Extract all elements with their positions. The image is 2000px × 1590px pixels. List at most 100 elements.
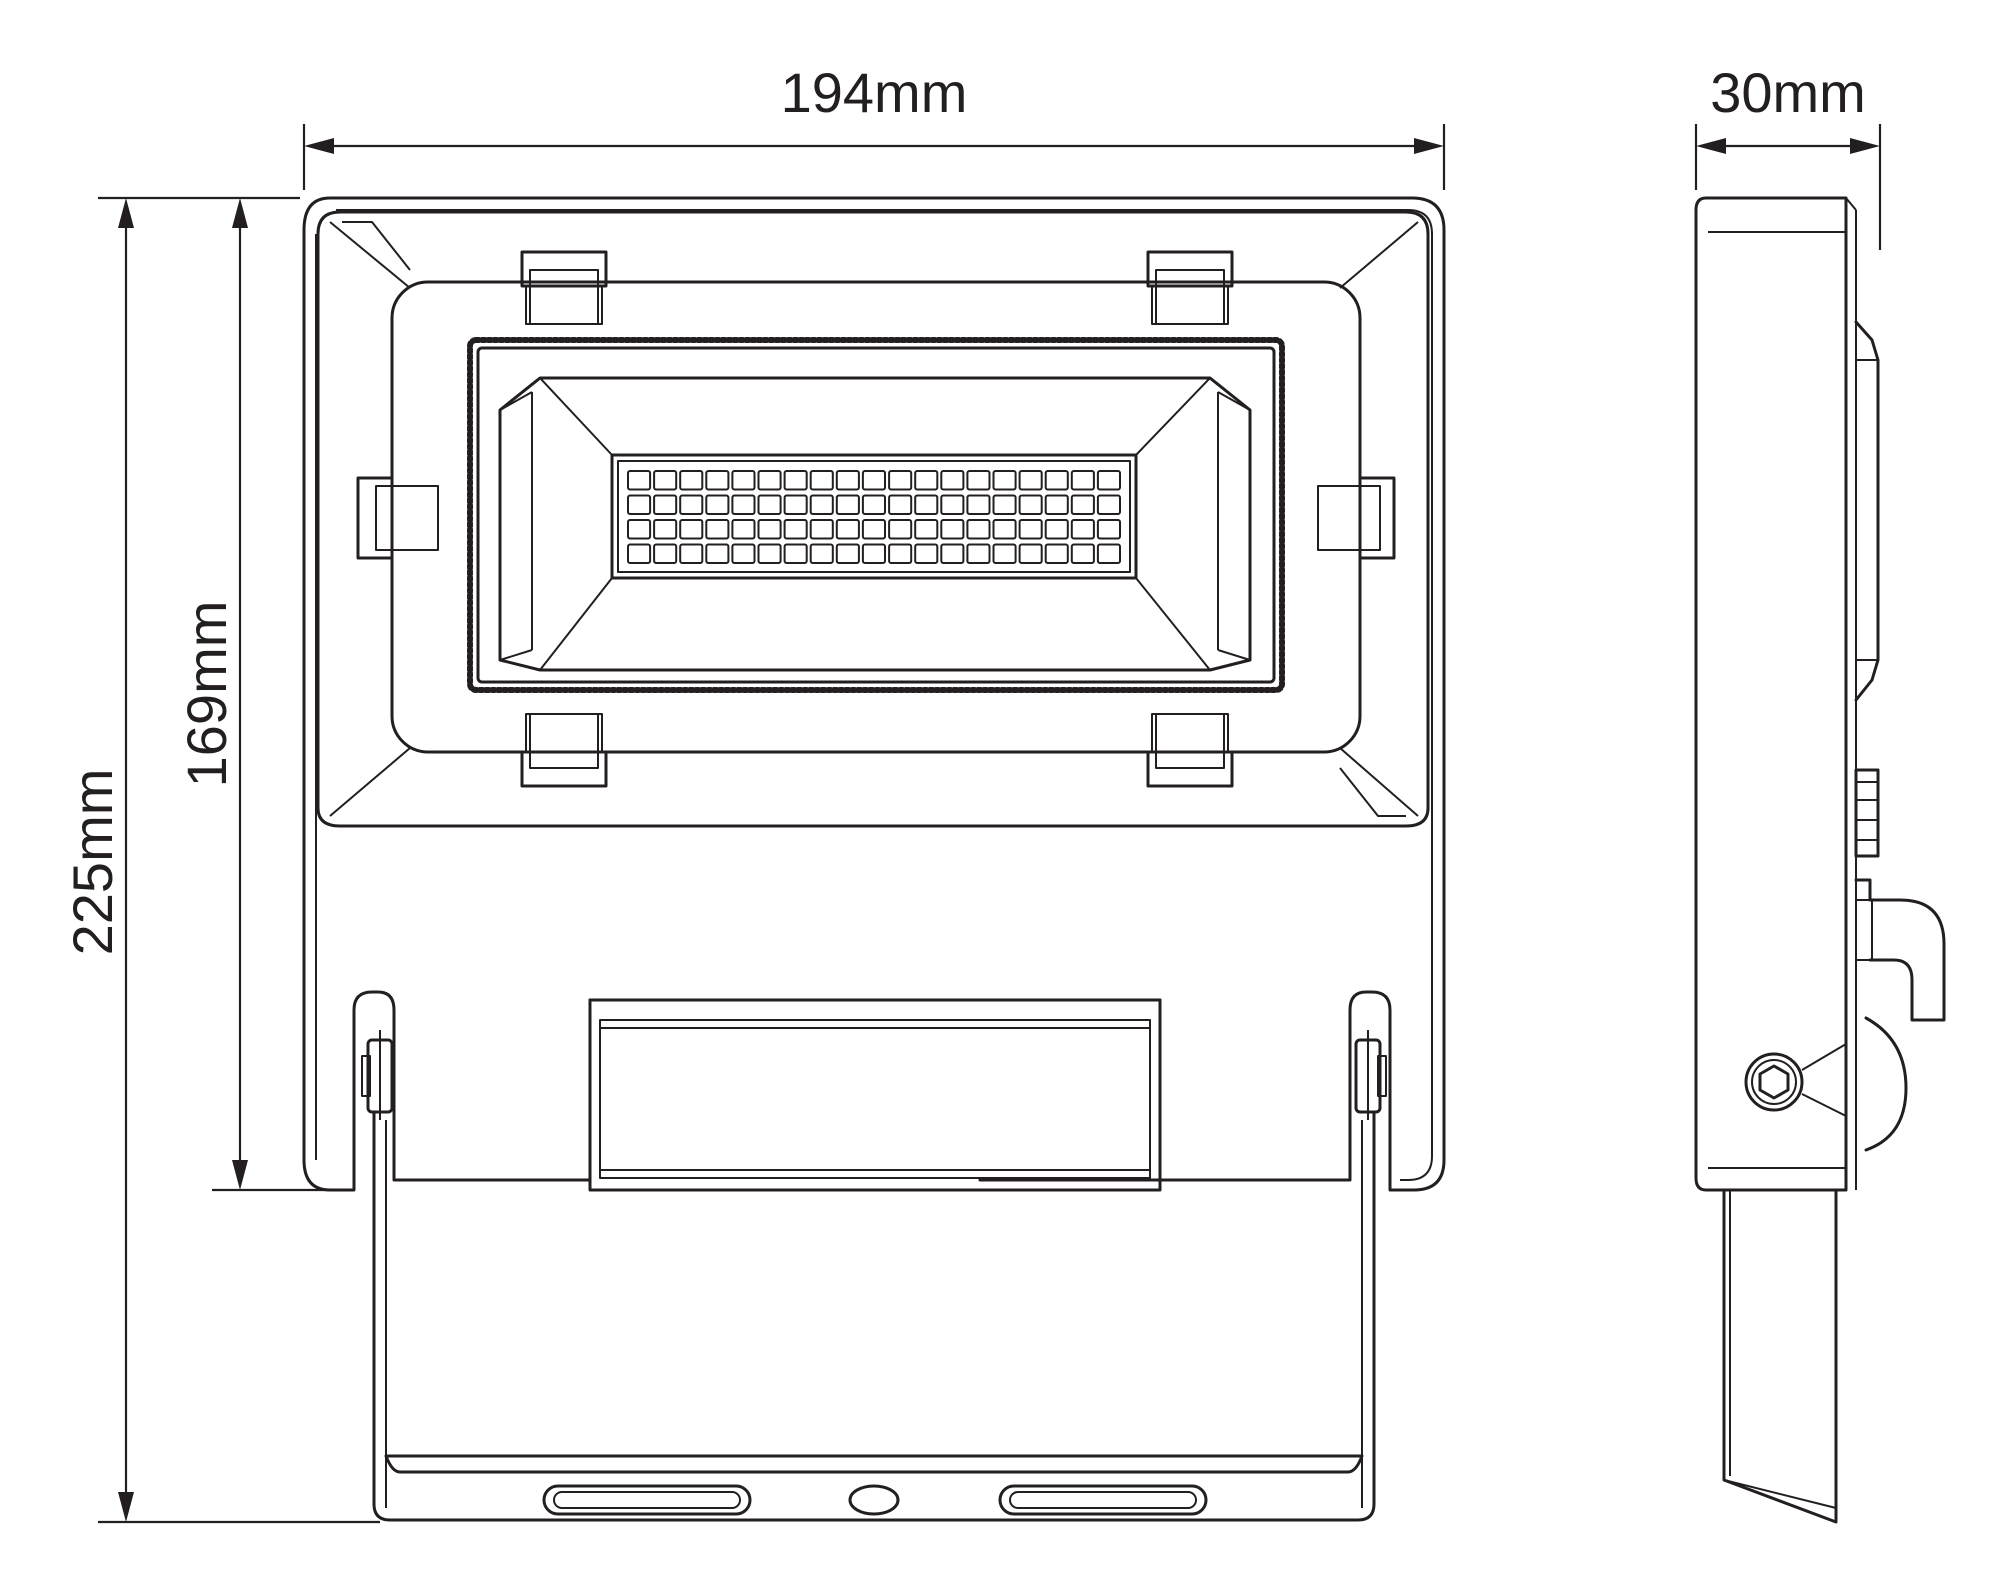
reflector-outer: [476, 346, 1276, 684]
led-chip: [809, 494, 834, 515]
led-chip: [679, 543, 704, 564]
led-chip: [1044, 519, 1069, 540]
facet-tl: [539, 377, 613, 456]
facet-tr: [1135, 377, 1211, 456]
clip-top-left: [520, 250, 608, 325]
led-chip: [705, 543, 730, 564]
led-chip: [1018, 519, 1043, 540]
chamfer-tl: [329, 221, 411, 289]
led-chip: [757, 494, 782, 515]
chamfer-bl: [329, 747, 411, 817]
led-chip: [888, 519, 913, 540]
led-board-inner: [617, 460, 1131, 573]
led-chip: [627, 470, 652, 491]
side-hinge-arm: [1854, 878, 1946, 1022]
facet-r-bot: [1217, 649, 1251, 661]
led-chip: [992, 494, 1017, 515]
chamfer-br: [1339, 747, 1419, 817]
bracket-base: [384, 1454, 1364, 1474]
reflector-outer-edge: [467, 337, 1285, 693]
led-chip: [914, 494, 939, 515]
clip-bottom-right: [1146, 713, 1234, 788]
led-chip: [1018, 494, 1043, 515]
led-chip: [1096, 543, 1122, 564]
hinge-left: [361, 1030, 394, 1120]
led-chip: [861, 543, 887, 564]
clip-bottom-left: [520, 713, 608, 788]
side-hinge-knuckle: [1864, 1016, 1908, 1152]
side-view: [1694, 196, 1946, 1524]
clip-right: [1317, 476, 1396, 560]
side-heatsink: [1854, 320, 1880, 702]
led-chip: [992, 543, 1017, 564]
facet-l-top: [499, 391, 533, 411]
bracket-slot-right: [998, 1484, 1208, 1516]
chamfer-tr: [1339, 221, 1419, 289]
led-chip: [1044, 470, 1069, 491]
led-chip: [731, 494, 756, 515]
dimension-total-height: 225mm: [61, 196, 380, 1524]
led-chip: [835, 494, 860, 515]
led-chip: [757, 519, 782, 540]
housing-inner-edge: [336, 209, 1433, 1181]
led-chip: [1044, 494, 1069, 515]
chamfer-fill-br: [1339, 767, 1406, 817]
led-chip: [1044, 543, 1069, 564]
chamfer-fill-tl: [342, 221, 411, 271]
led-chip: [627, 494, 652, 515]
side-bracket-plate: [1722, 1188, 1838, 1524]
led-chip: [861, 494, 887, 515]
led-chip: [731, 470, 756, 491]
led-chip: [861, 519, 887, 540]
led-chip: [757, 543, 782, 564]
led-chip: [1018, 543, 1043, 564]
led-chip: [940, 470, 965, 491]
led-chip: [914, 519, 939, 540]
led-chip: [1070, 494, 1095, 515]
driver-cover: [588, 998, 1162, 1192]
body-height-label: 169mm: [175, 601, 238, 788]
led-chip: [914, 543, 939, 564]
led-chip: [1096, 519, 1122, 540]
dimension-width: 194mm: [302, 61, 1446, 190]
led-chip: [1096, 470, 1122, 491]
led-chip: [809, 543, 834, 564]
led-chip: [679, 519, 704, 540]
led-chip: [1070, 519, 1095, 540]
led-chip: [783, 543, 808, 564]
driver-window: [599, 1019, 1151, 1179]
led-chip: [653, 543, 678, 564]
led-chip: [1070, 470, 1095, 491]
bracket-slot-left: [542, 1484, 752, 1516]
led-chip: [888, 470, 913, 491]
side-housing: [1694, 196, 1848, 1192]
total-height-label: 225mm: [61, 769, 124, 956]
dimension-depth: 30mm: [1694, 61, 1882, 250]
led-chip: [940, 519, 965, 540]
led-chip: [835, 470, 860, 491]
led-grid: [627, 470, 1122, 564]
led-chip: [653, 470, 678, 491]
led-chip: [1096, 494, 1122, 515]
mounting-bracket: [372, 1110, 1376, 1522]
clip-top-right: [1146, 250, 1234, 325]
led-chip: [627, 543, 652, 564]
front-view: [302, 196, 1446, 1522]
hinge-right: [1354, 1030, 1387, 1120]
facet-br: [1135, 577, 1211, 671]
led-chip: [966, 543, 991, 564]
led-chip: [914, 470, 939, 491]
side-cable-gland: [1854, 768, 1880, 858]
led-chip: [835, 519, 860, 540]
led-board: [610, 453, 1138, 580]
led-chip: [783, 470, 808, 491]
led-chip: [757, 470, 782, 491]
led-chip: [783, 494, 808, 515]
facet-r-top: [1217, 391, 1251, 411]
led-chip: [940, 494, 965, 515]
led-chip: [966, 470, 991, 491]
led-chip: [992, 519, 1017, 540]
led-chip: [966, 519, 991, 540]
led-chip: [861, 470, 887, 491]
